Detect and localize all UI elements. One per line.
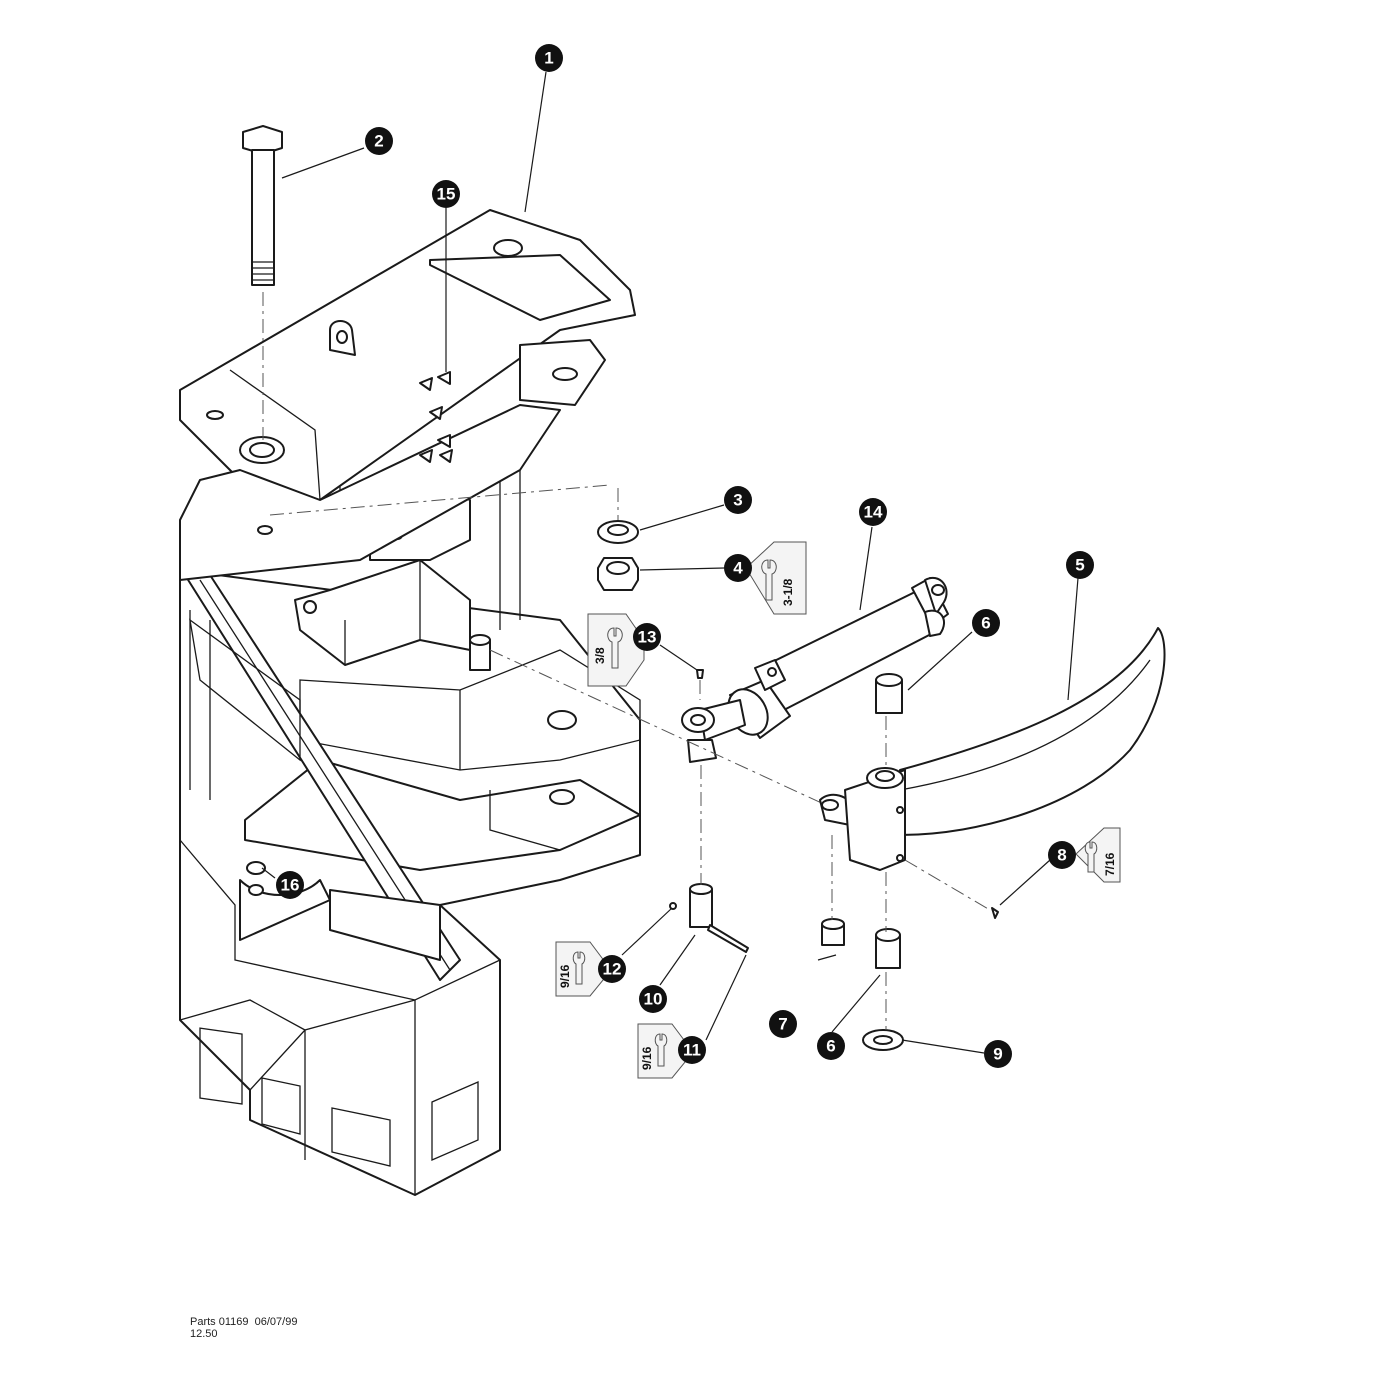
callout-number: 5 <box>1075 556 1084 575</box>
page-number: 12.50 <box>190 1328 218 1340</box>
callout-balloon[interactable]: 11 <box>678 1036 706 1064</box>
callout-number: 6 <box>826 1037 835 1056</box>
callout-balloon[interactable]: 3 <box>724 486 752 514</box>
callout-number: 8 <box>1057 846 1066 865</box>
washer-and-nut <box>269 484 639 591</box>
ripper-tooth <box>819 627 1166 911</box>
parts-reference: Parts 01169 06/07/99 <box>190 1316 298 1328</box>
callout-balloon[interactable]: 9 <box>984 1040 1012 1068</box>
callout-number: 7 <box>778 1015 787 1034</box>
wrench-size-label: 7/16 <box>1103 852 1117 876</box>
callout-number: 4 <box>733 559 743 578</box>
leader-lines <box>261 71 1079 1054</box>
callout-balloon[interactable]: 7 <box>769 1010 797 1038</box>
wrench-size-tag: 7/16 <box>1075 827 1121 883</box>
drawing-footer: Parts 01169 06/07/99 12.50 <box>190 1316 297 1340</box>
callout-number: 15 <box>437 185 456 204</box>
wrench-size-label: 9/16 <box>558 964 572 988</box>
wrench-icon <box>572 951 586 985</box>
wrench-size-tag: 3-1/8 <box>745 541 807 615</box>
wrench-icon <box>654 1033 668 1067</box>
callout-balloon[interactable]: 12 <box>598 955 626 983</box>
wrench-size-label: 9/16 <box>640 1046 654 1070</box>
callout-number: 12 <box>603 960 622 979</box>
callout-balloon[interactable]: 10 <box>639 985 667 1013</box>
wrench-icon <box>607 627 623 669</box>
wrench-icon <box>761 559 777 601</box>
callout-number: 13 <box>638 628 657 647</box>
callout-balloon[interactable]: 1 <box>535 44 563 72</box>
callout-number: 11 <box>683 1041 701 1060</box>
wrench-icon <box>1084 841 1098 873</box>
wrench-size-label: 3/8 <box>593 647 607 664</box>
callout-balloon[interactable]: 15 <box>432 180 460 208</box>
callout-balloon[interactable]: 13 <box>633 623 661 651</box>
upper-mounting-plate <box>179 209 636 581</box>
callout-balloon[interactable]: 4 <box>724 554 752 582</box>
callout-number: 9 <box>993 1045 1002 1064</box>
callout-number: 1 <box>544 49 553 68</box>
bushings-and-pins <box>669 669 999 1051</box>
wrench-size-tag: 3/8 <box>587 613 645 687</box>
callout-balloon[interactable]: 5 <box>1066 551 1094 579</box>
main-frame <box>179 420 641 1196</box>
wrench-size-tag: 9/16 <box>555 941 609 997</box>
callout-balloon[interactable]: 6 <box>972 609 1000 637</box>
wrench-size-label: 3-1/8 <box>781 578 795 606</box>
callout-balloon[interactable]: 16 <box>276 871 304 899</box>
callout-number: 10 <box>644 990 663 1009</box>
callout-number: 2 <box>374 132 383 151</box>
hex-bolt <box>242 125 283 440</box>
callout-number: 16 <box>281 876 300 895</box>
callout-number: 3 <box>733 491 742 510</box>
callout-balloon[interactable]: 6 <box>817 1032 845 1060</box>
callout-balloon[interactable]: 2 <box>365 127 393 155</box>
callout-number: 14 <box>864 503 883 522</box>
callout-balloon[interactable]: 14 <box>859 498 887 526</box>
callout-balloon[interactable]: 8 <box>1048 841 1076 869</box>
hydraulic-cylinder <box>489 577 949 831</box>
callout-number: 6 <box>981 614 990 633</box>
